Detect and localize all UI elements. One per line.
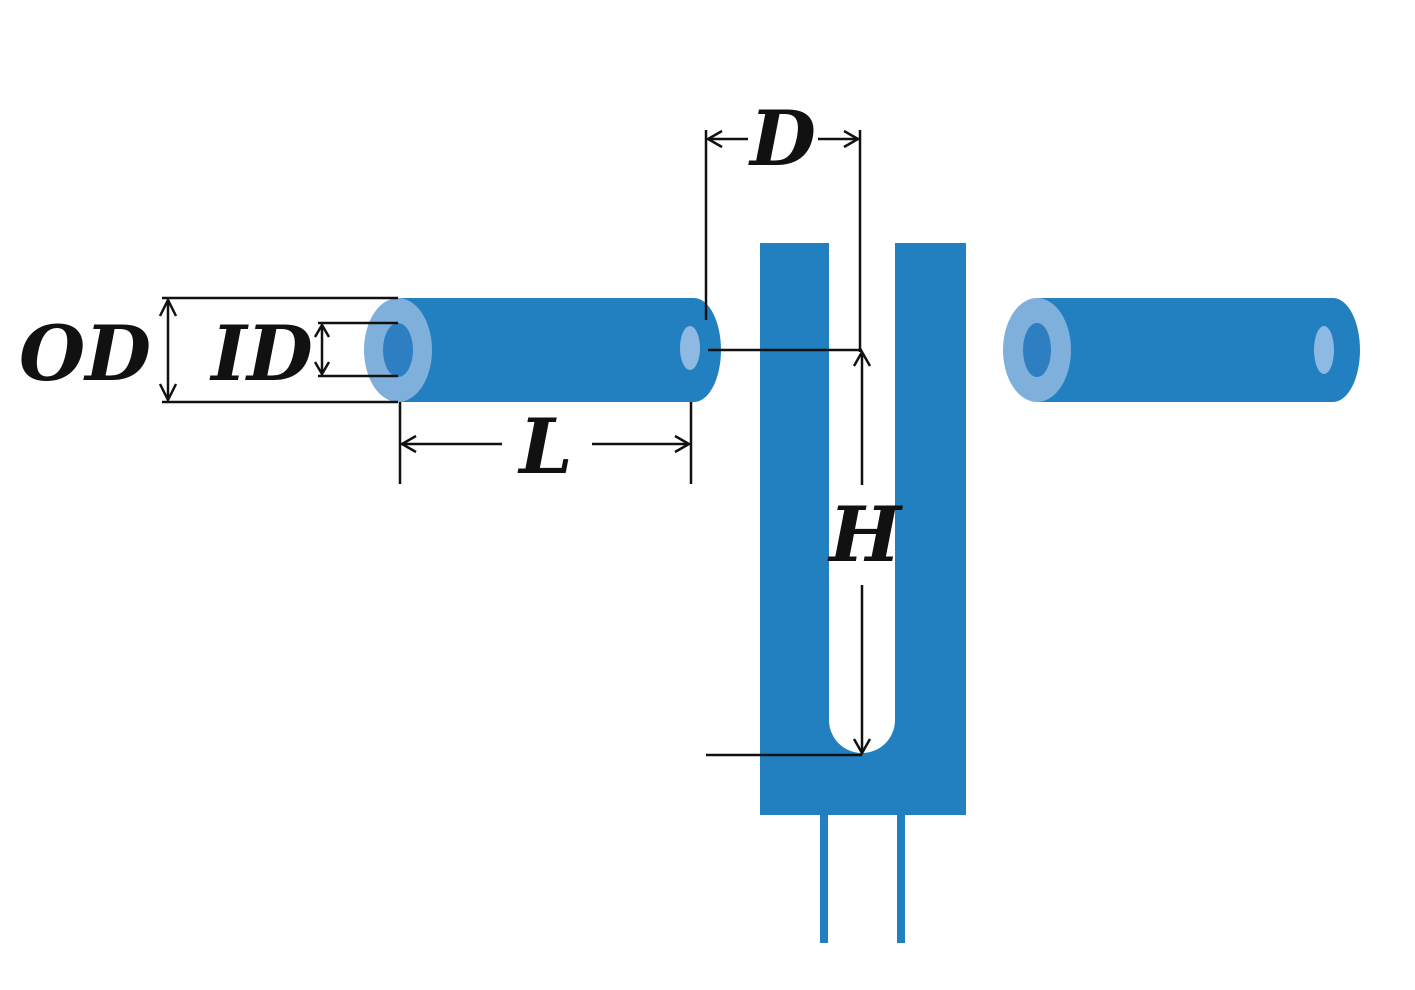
h-label: H (827, 490, 903, 579)
left-tube (364, 298, 721, 402)
left-tube-outlet-bore (680, 326, 700, 370)
l-label: L (517, 402, 572, 491)
id-label: ID (209, 309, 313, 398)
left-tube-bore (383, 323, 413, 377)
od-label: OD (19, 309, 151, 398)
sensor-lead-right (897, 815, 905, 943)
right-tube (1003, 298, 1360, 402)
d-dimension: D (704, 94, 862, 352)
u-slot-body (760, 243, 966, 815)
l-dimension: L (398, 402, 693, 491)
u-slot-sensor (760, 243, 966, 943)
right-tube-outlet-bore (1314, 326, 1334, 374)
h-dimension: H (706, 348, 903, 757)
id-dimension: ID (209, 309, 398, 398)
right-tube-bore (1023, 323, 1051, 377)
left-tube-body (398, 298, 694, 402)
right-tube-body (1037, 298, 1333, 402)
d-label: D (748, 94, 816, 183)
od-dimension: OD (19, 296, 398, 404)
sensor-lead-left (820, 815, 828, 943)
